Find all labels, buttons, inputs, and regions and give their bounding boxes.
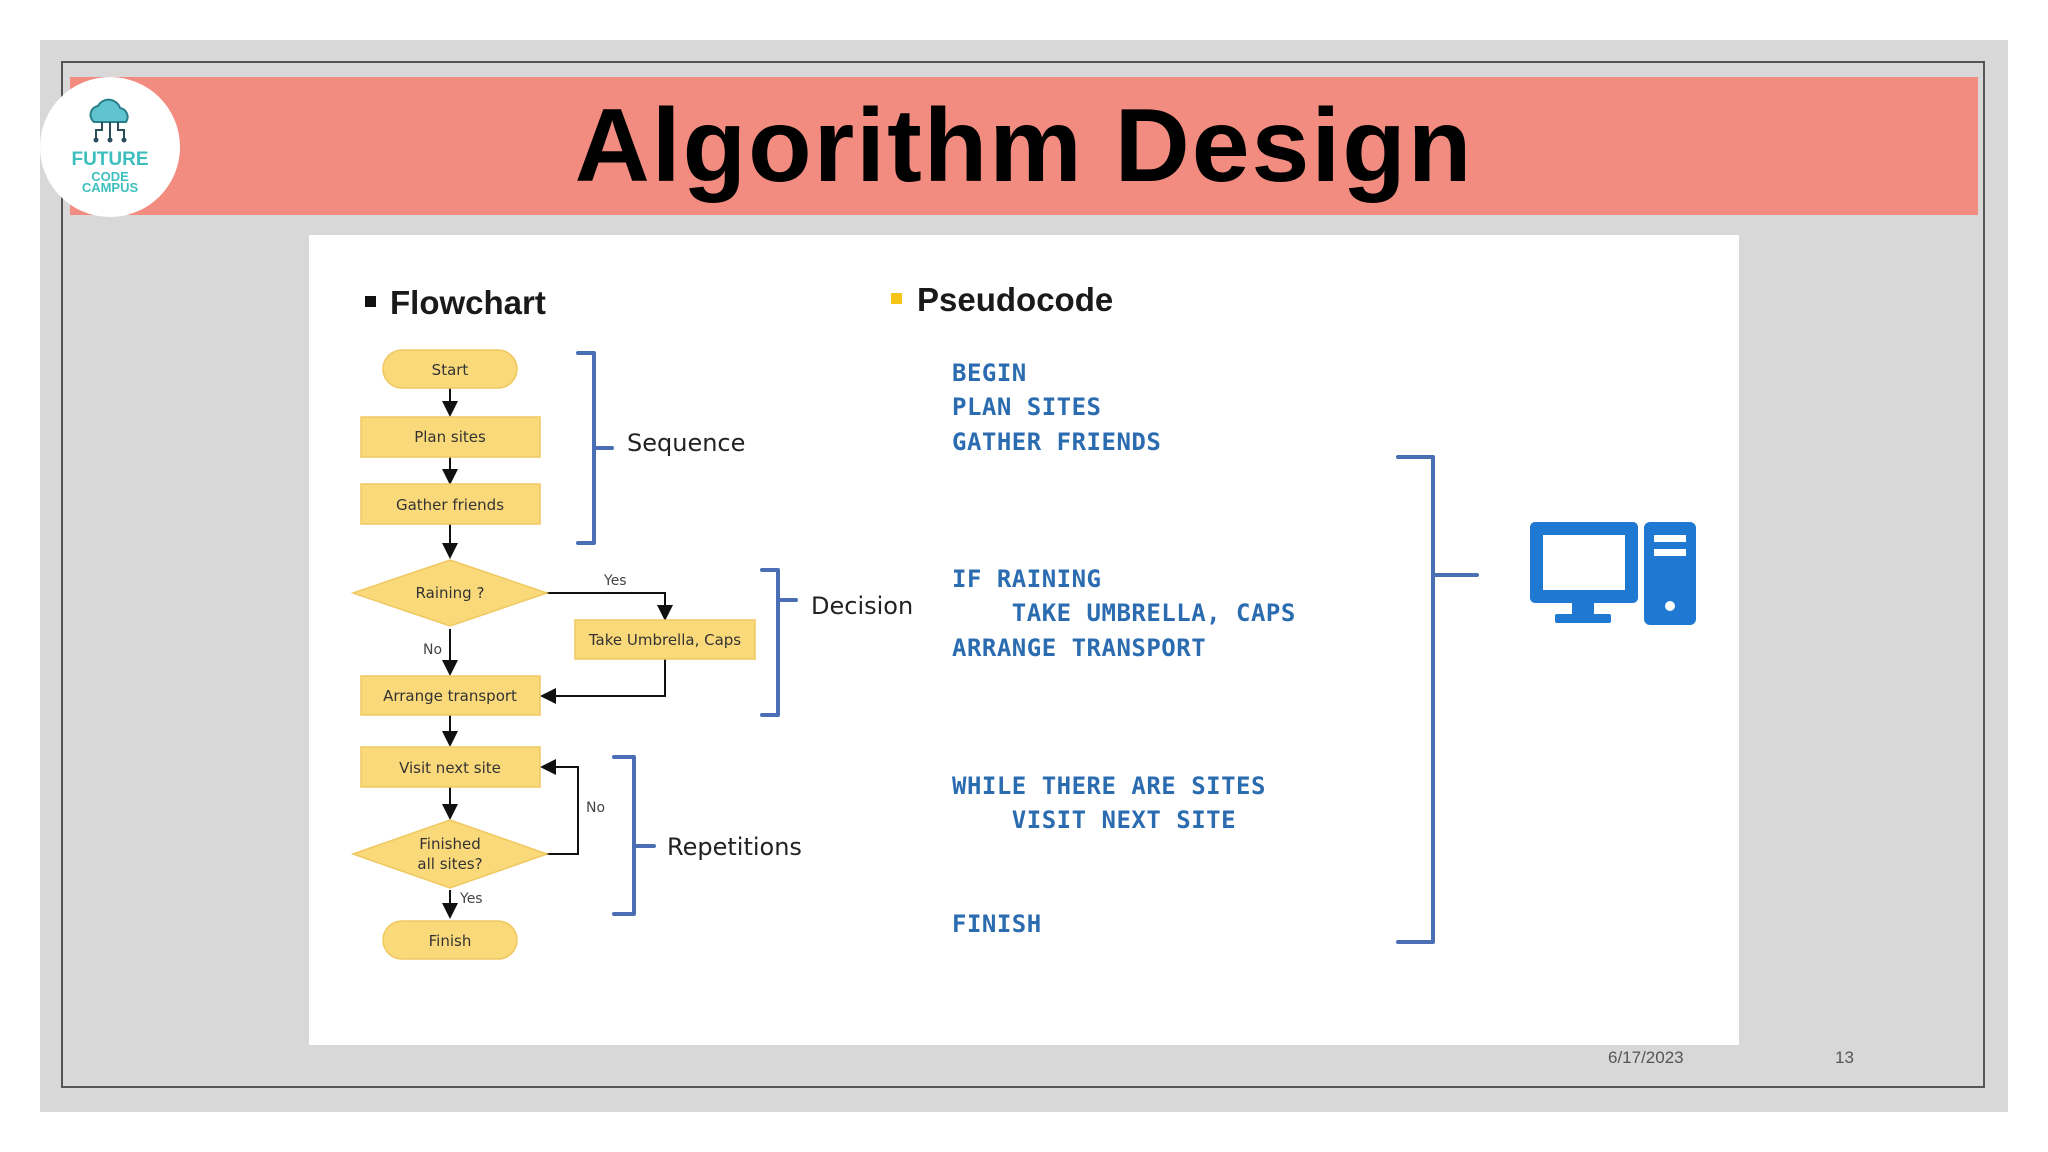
pseudocode-bracket xyxy=(1396,455,1479,944)
edge-label-finished-no: No xyxy=(586,800,605,816)
edge-finished-no xyxy=(540,759,579,855)
node-plan-sites xyxy=(360,416,541,458)
pseudocode-line: GATHER FRIENDS xyxy=(952,428,1162,456)
edge-raining-yes xyxy=(545,592,673,621)
node-finished-label-1: Finished xyxy=(419,835,480,853)
node-take-umbrella-label: Take Umbrella, Caps xyxy=(588,631,741,649)
pseudocode-line: WHILE THERE ARE SITES xyxy=(952,772,1266,800)
flowchart-bullet xyxy=(365,296,376,307)
pseudocode-bullet xyxy=(891,293,902,304)
node-raining xyxy=(350,559,550,627)
slide-date: 6/17/2023 xyxy=(1608,1048,1684,1067)
node-arrange-transport-label: Arrange transport xyxy=(383,687,517,705)
edge-label-raining-no: No xyxy=(423,642,442,658)
pseudocode-line: IF RAINING xyxy=(952,565,1102,593)
node-finish-label: Finish xyxy=(429,932,472,950)
node-gather-friends xyxy=(360,483,541,525)
logo-text-code: CODE xyxy=(91,169,129,184)
edge-label-finished-yes: Yes xyxy=(459,891,483,907)
edge-umbrella-arrange xyxy=(540,659,666,704)
repetitions-bracket xyxy=(612,755,656,916)
content-panel xyxy=(309,235,1739,1045)
node-finish xyxy=(382,920,518,960)
decision-bracket xyxy=(760,568,798,717)
node-take-umbrella xyxy=(574,619,756,660)
slide-title: Algorithm Design xyxy=(574,87,1474,204)
desktop-computer-icon xyxy=(1530,522,1696,625)
pseudocode-line: FINISH xyxy=(952,910,1042,938)
pseudocode-line: TAKE UMBRELLA, CAPS xyxy=(952,599,1296,627)
pseudocode-line: VISIT NEXT SITE xyxy=(952,806,1237,834)
pseudocode-line: PLAN SITES xyxy=(952,393,1102,421)
pseudocode-heading: Pseudocode xyxy=(917,281,1114,318)
node-finished-label-2: all sites? xyxy=(417,855,482,873)
slide-frame xyxy=(61,61,1985,1088)
node-gather-friends-label: Gather friends xyxy=(396,496,504,514)
pseudocode-line: BEGIN xyxy=(952,359,1027,387)
sequence-label: Sequence xyxy=(627,429,746,457)
pseudocode-line: ARRANGE TRANSPORT xyxy=(952,634,1207,662)
flowchart-heading: Flowchart xyxy=(390,284,546,321)
node-start xyxy=(382,349,518,389)
node-start-label: Start xyxy=(432,361,469,379)
logo-text-campus: CAMPUS xyxy=(81,180,139,195)
repetitions-label: Repetitions xyxy=(667,833,802,861)
slide-number: 13 xyxy=(1835,1048,1854,1067)
cloud-circuit-icon xyxy=(89,98,129,143)
sequence-bracket xyxy=(576,351,614,545)
node-visit-next-site xyxy=(360,746,541,788)
edge-label-raining-yes: Yes xyxy=(603,573,627,589)
node-raining-label: Raining ? xyxy=(416,584,485,602)
node-visit-next-site-label: Visit next site xyxy=(399,759,501,777)
node-arrange-transport xyxy=(360,675,541,716)
decision-label: Decision xyxy=(811,592,914,620)
node-plan-sites-label: Plan sites xyxy=(414,428,486,446)
node-finished xyxy=(350,819,550,889)
logo-text-future: FUTURE xyxy=(71,149,149,170)
title-banner xyxy=(70,77,1978,215)
